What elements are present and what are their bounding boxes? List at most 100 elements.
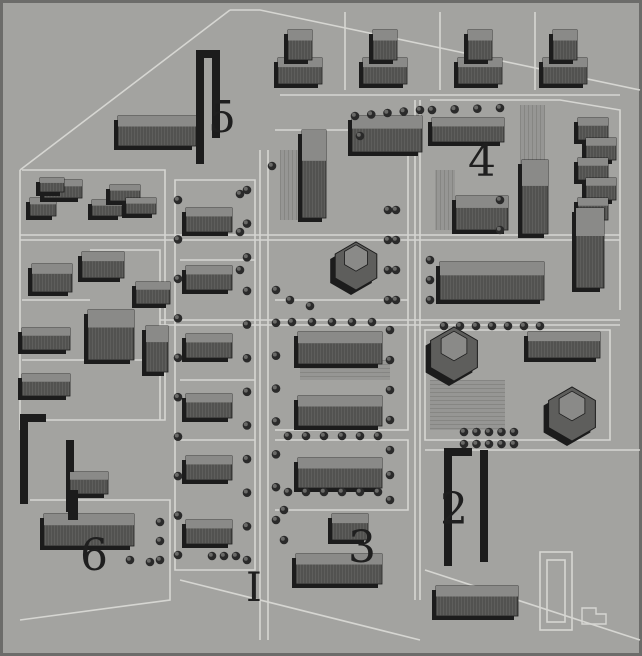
tree: [155, 517, 165, 527]
tree: [173, 353, 183, 363]
tree: [173, 550, 183, 560]
building-block: [182, 265, 233, 294]
building-slab: [480, 450, 488, 562]
hexagonal-tower: [425, 326, 478, 386]
tree: [425, 295, 435, 305]
district-label-3: 3: [348, 522, 376, 573]
tree: [366, 110, 376, 119]
tree: [497, 427, 506, 437]
tree: [125, 555, 135, 565]
tree: [497, 439, 506, 449]
tree: [450, 105, 459, 114]
tree: [391, 235, 401, 245]
tree: [427, 105, 437, 115]
building-block: [122, 197, 157, 218]
tree: [425, 275, 435, 285]
tree: [383, 295, 393, 305]
tree: [367, 317, 377, 327]
tree: [399, 107, 409, 116]
building-block: [369, 29, 398, 64]
tree: [383, 265, 393, 275]
buildings-layer: [18, 29, 617, 625]
tree: [207, 551, 217, 561]
tree: [495, 103, 505, 113]
district-label-5: 5: [208, 92, 236, 143]
building-block: [182, 455, 233, 484]
building-block: [84, 309, 135, 364]
building-block: [436, 261, 545, 304]
building-slab: [20, 414, 28, 504]
tree: [487, 321, 497, 331]
building-block: [328, 513, 369, 544]
tree: [473, 104, 482, 113]
building-block: [28, 263, 73, 296]
tree: [391, 205, 401, 215]
tree: [472, 439, 481, 449]
tree: [355, 487, 365, 497]
tree: [439, 321, 449, 331]
building-block: [524, 331, 601, 362]
tree: [242, 387, 252, 397]
tree: [347, 317, 357, 327]
tree: [319, 487, 329, 497]
tree: [242, 252, 252, 262]
tree: [242, 320, 252, 329]
tree: [271, 482, 281, 492]
tree: [472, 427, 481, 437]
tree: [383, 108, 392, 118]
tree: [173, 195, 183, 205]
tree: [267, 161, 277, 171]
tree: [173, 392, 183, 402]
district-label-2: 2: [440, 484, 468, 535]
tree: [173, 314, 183, 323]
building-block: [182, 333, 233, 362]
building-block: [298, 129, 327, 222]
tree: [385, 470, 395, 480]
tree: [271, 384, 281, 393]
tree: [235, 227, 245, 237]
tree: [271, 318, 281, 328]
tree: [425, 255, 435, 265]
tree: [271, 515, 281, 525]
tree: [242, 488, 252, 498]
tree: [231, 551, 241, 561]
tree: [285, 295, 295, 305]
building-block: [518, 159, 549, 238]
tree: [173, 511, 183, 520]
building-slab: [68, 490, 78, 520]
building-block: [18, 327, 71, 354]
tree: [495, 195, 505, 205]
tree: [283, 431, 293, 441]
building-block: [294, 395, 383, 430]
building-slab: [196, 50, 204, 164]
building-block: [18, 373, 71, 400]
tree: [327, 317, 337, 327]
building-slab: [20, 414, 46, 422]
tree: [235, 265, 245, 275]
tree: [391, 265, 401, 275]
tree: [219, 551, 229, 561]
building-block: [182, 207, 233, 236]
tree: [173, 471, 183, 481]
tree: [242, 522, 252, 531]
tree: [495, 225, 505, 235]
tree: [455, 321, 465, 331]
tree: [391, 295, 401, 305]
tree: [355, 131, 365, 141]
tree: [471, 321, 481, 331]
tree: [242, 185, 252, 195]
tree: [279, 505, 289, 515]
building-block: [432, 585, 519, 620]
building-slab: [212, 58, 220, 138]
building-block: [284, 29, 313, 64]
building-block: [36, 177, 65, 196]
tree: [271, 417, 281, 426]
tree: [242, 286, 252, 296]
tree: [385, 495, 395, 505]
tree: [415, 105, 425, 115]
hexagonal-tower: [543, 386, 596, 446]
tree: [373, 431, 383, 441]
building-block: [182, 519, 233, 548]
tree: [509, 427, 519, 437]
